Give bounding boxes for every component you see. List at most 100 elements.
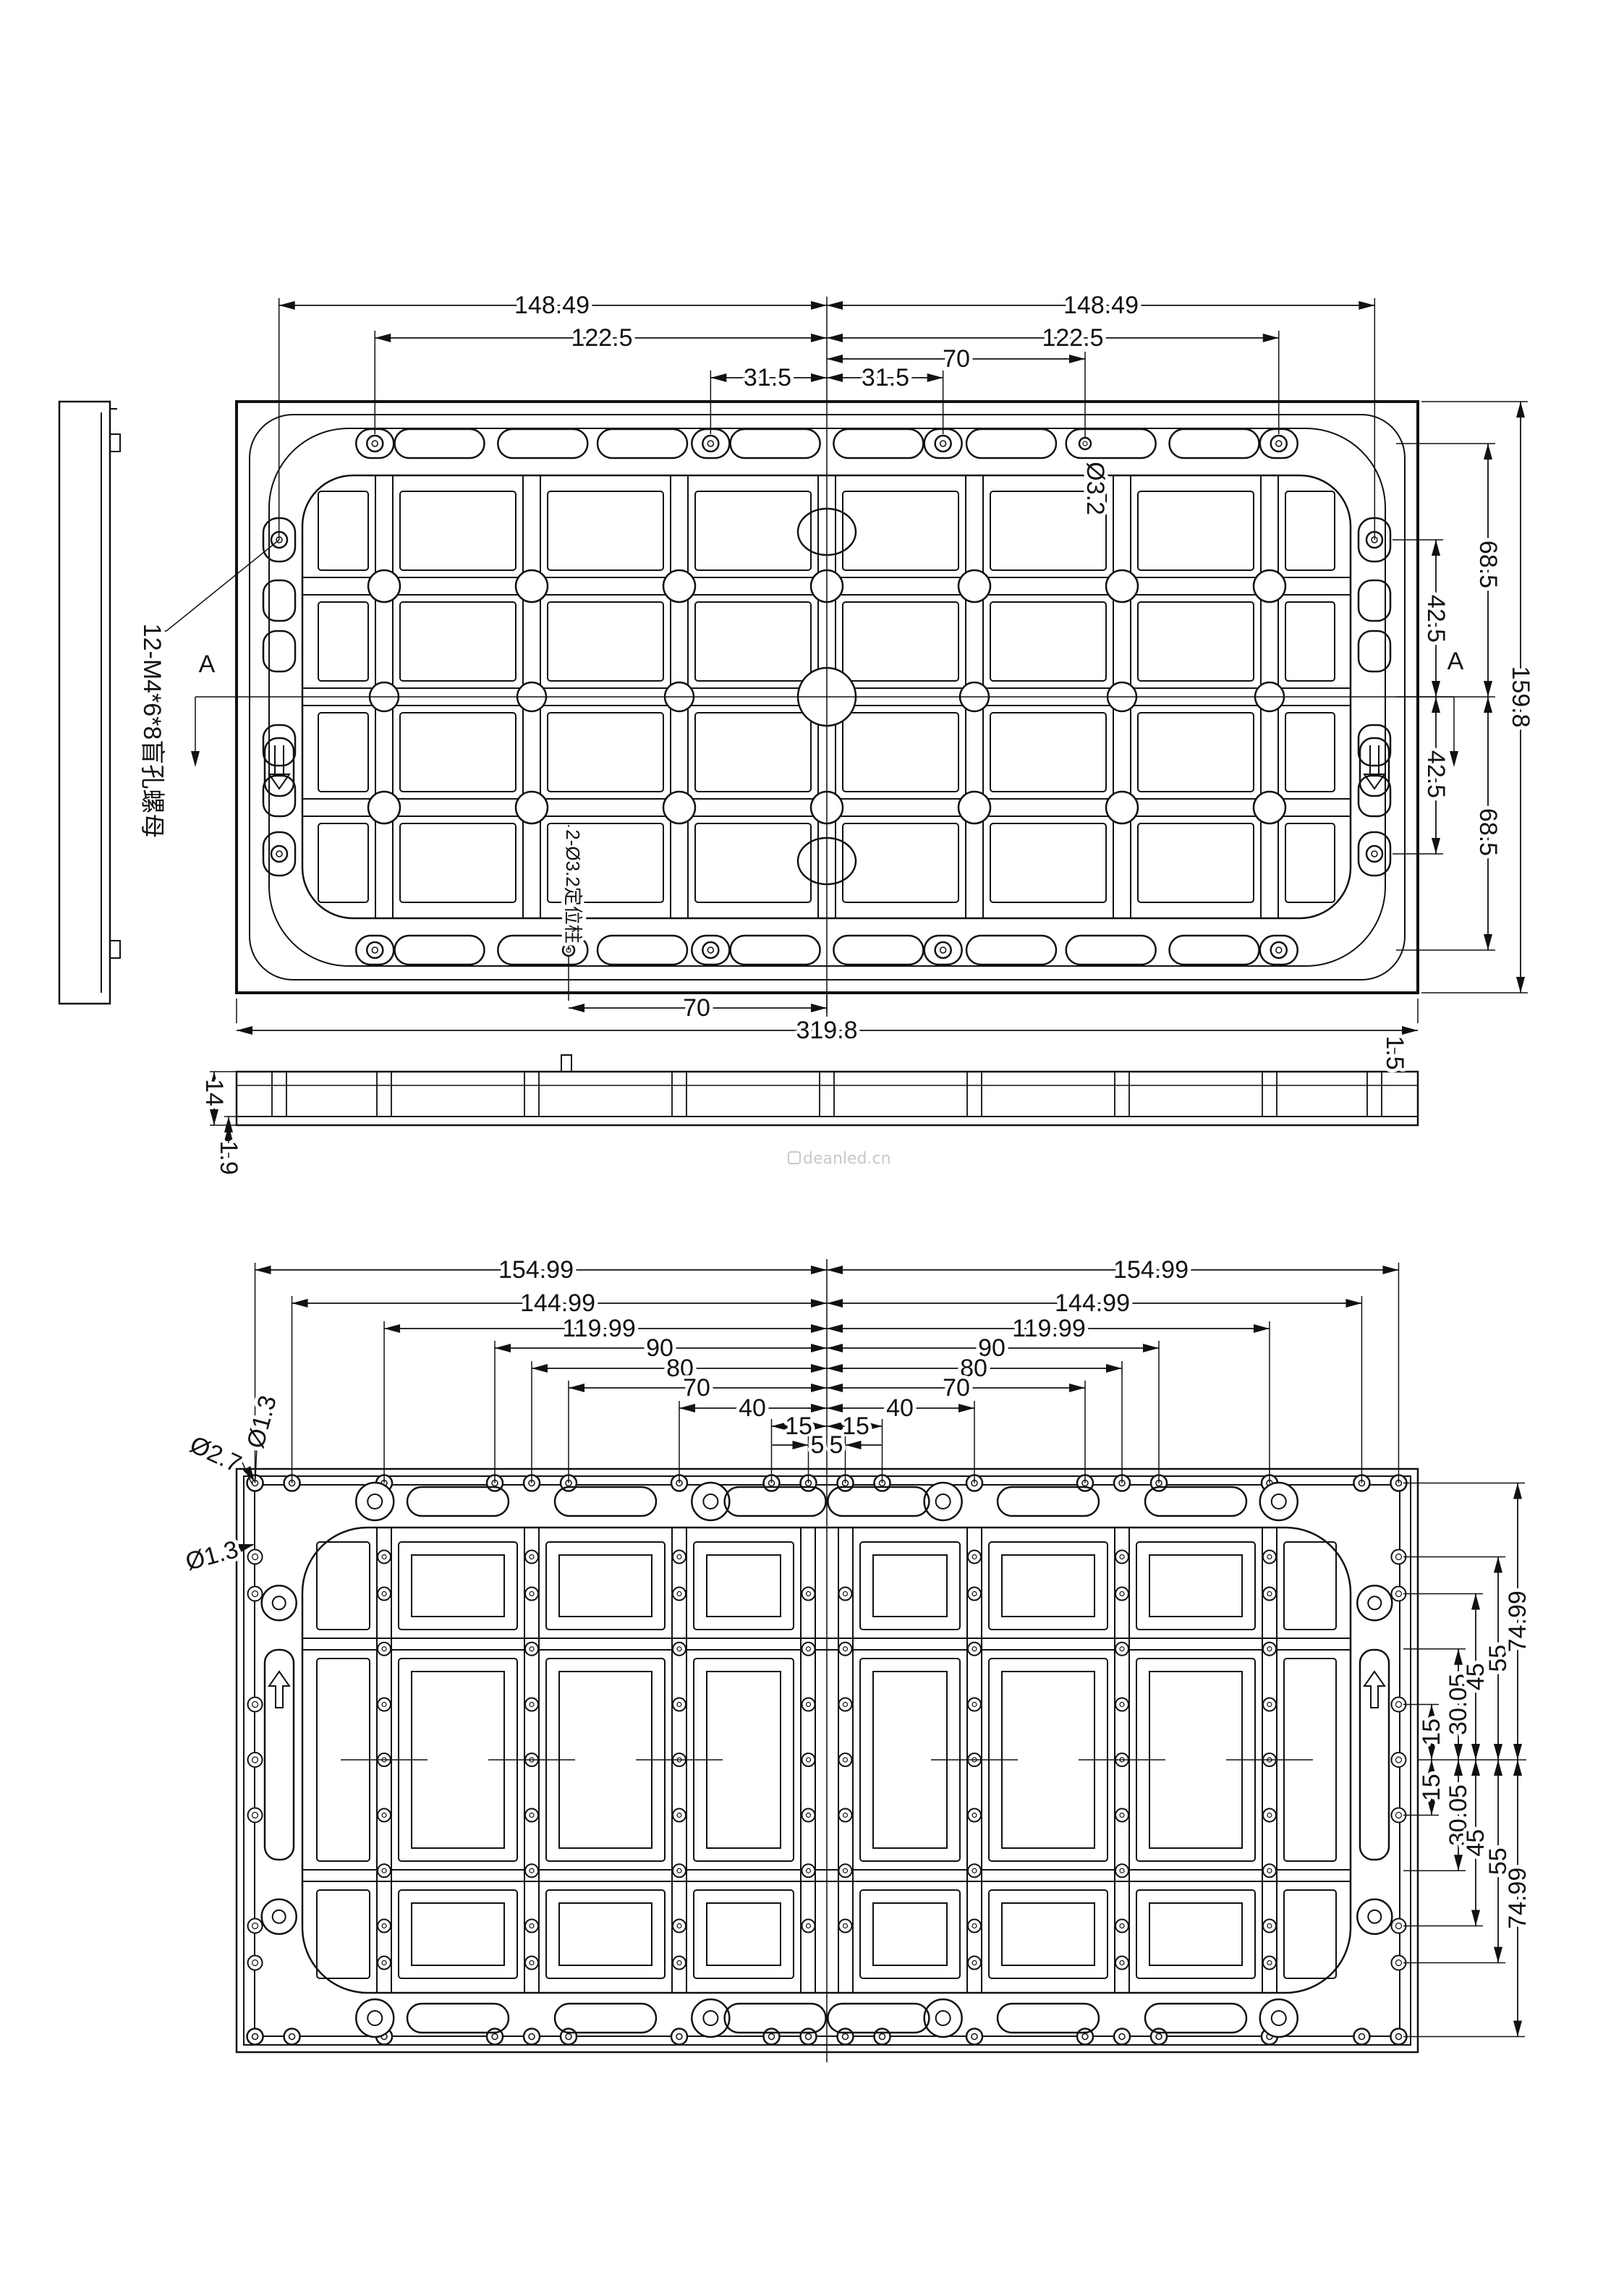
band-slot bbox=[729, 428, 821, 459]
hole-center bbox=[565, 2033, 572, 2041]
side-slot bbox=[1357, 579, 1392, 622]
cell-panel bbox=[1001, 1902, 1095, 1966]
arrowhead bbox=[1382, 1266, 1399, 1274]
band-slot bbox=[1168, 428, 1260, 459]
hole-center bbox=[939, 440, 947, 447]
hole-center bbox=[1119, 1646, 1125, 1652]
hole-center bbox=[381, 1701, 387, 1708]
arrowhead bbox=[1471, 1760, 1480, 1776]
leader-line bbox=[238, 1454, 252, 1484]
hole-center bbox=[529, 1960, 535, 1966]
hole-center bbox=[381, 1960, 387, 1966]
arrowhead bbox=[237, 1026, 252, 1035]
grid-cell bbox=[1285, 712, 1335, 792]
arrowhead bbox=[1454, 1744, 1463, 1760]
rib-node bbox=[367, 790, 401, 825]
hole-center bbox=[529, 1646, 535, 1652]
dimension-label: 68.5 bbox=[1474, 541, 1502, 588]
hole-diameter-note: Ø1.3 bbox=[182, 1535, 241, 1576]
hole-center bbox=[251, 1756, 259, 1763]
arrowhead bbox=[210, 1072, 218, 1088]
arrowhead bbox=[1069, 355, 1085, 363]
band-slot bbox=[723, 1486, 827, 1517]
cell-panel bbox=[558, 1554, 652, 1617]
arrowhead bbox=[191, 751, 200, 767]
hole-center bbox=[972, 1868, 977, 1873]
arrowhead bbox=[375, 334, 391, 342]
screw-boss bbox=[262, 831, 297, 877]
arrowhead bbox=[569, 1004, 584, 1012]
arrowhead bbox=[811, 1324, 827, 1333]
grid-cell bbox=[1285, 823, 1335, 903]
arrowhead bbox=[1471, 1593, 1480, 1610]
section-mark-a: A bbox=[199, 651, 216, 678]
screw-boss-hole bbox=[935, 1494, 951, 1509]
arrowhead bbox=[224, 1125, 233, 1141]
rib-node bbox=[1252, 790, 1287, 825]
arrowhead bbox=[811, 1004, 827, 1012]
section-mark-a: A bbox=[1447, 648, 1464, 675]
band-slot bbox=[406, 2002, 510, 2034]
band-slot bbox=[596, 934, 689, 966]
hole-center bbox=[529, 1923, 535, 1929]
dimension-label: 15 bbox=[1418, 1719, 1445, 1746]
side-slot bbox=[1357, 630, 1392, 673]
dimension-label: 30.05 bbox=[1445, 1784, 1472, 1846]
side-view-body bbox=[58, 400, 111, 1005]
hole-center bbox=[1275, 440, 1283, 447]
grid-cell bbox=[842, 823, 959, 903]
arrowhead bbox=[792, 1441, 809, 1449]
dimension-label: 148.49 bbox=[514, 292, 590, 319]
arrowhead bbox=[827, 373, 843, 382]
module-cell bbox=[316, 1541, 370, 1630]
dimension-label: 40 bbox=[886, 1394, 914, 1422]
dimension-label: 90 bbox=[978, 1334, 1006, 1362]
hole-center bbox=[529, 1590, 535, 1597]
module-cell bbox=[693, 1541, 794, 1630]
dimension-label: 45 bbox=[1462, 1829, 1489, 1857]
arrowhead bbox=[569, 1384, 584, 1392]
screw-boss-hole bbox=[367, 2010, 383, 2026]
grid-cell bbox=[318, 712, 369, 792]
band-slot bbox=[827, 1486, 930, 1517]
dimension-label: 70 bbox=[943, 345, 970, 373]
hole-center bbox=[972, 1590, 977, 1597]
grid-cell bbox=[990, 601, 1107, 682]
hole-center bbox=[805, 1701, 812, 1708]
arrowhead bbox=[1454, 1648, 1463, 1665]
hole-center bbox=[972, 1701, 977, 1708]
hole-center bbox=[529, 1701, 535, 1708]
band-slot bbox=[996, 1486, 1100, 1517]
hole-center bbox=[842, 1868, 849, 1873]
dimension-label: 1.5 bbox=[1381, 1035, 1408, 1069]
arrowhead bbox=[811, 1344, 827, 1352]
section-view-body bbox=[235, 1070, 1419, 1127]
direction-arrow-slot bbox=[1359, 737, 1390, 797]
hole-center bbox=[842, 1812, 849, 1818]
arrowhead bbox=[1427, 1760, 1436, 1776]
hole-center bbox=[1395, 1700, 1403, 1708]
hole-center bbox=[1275, 946, 1283, 954]
grid-cell bbox=[399, 823, 516, 903]
pin-callout-note: 2-Ø3.2定位柱 bbox=[562, 829, 584, 944]
leader-line bbox=[255, 1446, 258, 1480]
screw-boss-hole bbox=[935, 2010, 951, 2026]
leader-line bbox=[166, 539, 280, 632]
arrowhead bbox=[1143, 1344, 1159, 1352]
arrowhead bbox=[384, 1324, 401, 1333]
grid-cell bbox=[399, 601, 516, 682]
hole-center bbox=[528, 2033, 535, 2041]
hole-center bbox=[842, 1590, 849, 1597]
arrowhead bbox=[679, 1404, 695, 1412]
arrowhead bbox=[1402, 1026, 1418, 1035]
side-slot bbox=[262, 630, 297, 673]
rib-node bbox=[367, 569, 401, 603]
band-slot bbox=[497, 934, 589, 966]
grid-cell bbox=[990, 712, 1107, 792]
module-cell bbox=[859, 1541, 961, 1630]
hole-center bbox=[842, 1646, 849, 1652]
hole-center bbox=[805, 1868, 812, 1873]
rib-node bbox=[957, 790, 992, 825]
dimension-label: 15 bbox=[842, 1412, 870, 1440]
grid-cell bbox=[694, 491, 812, 571]
